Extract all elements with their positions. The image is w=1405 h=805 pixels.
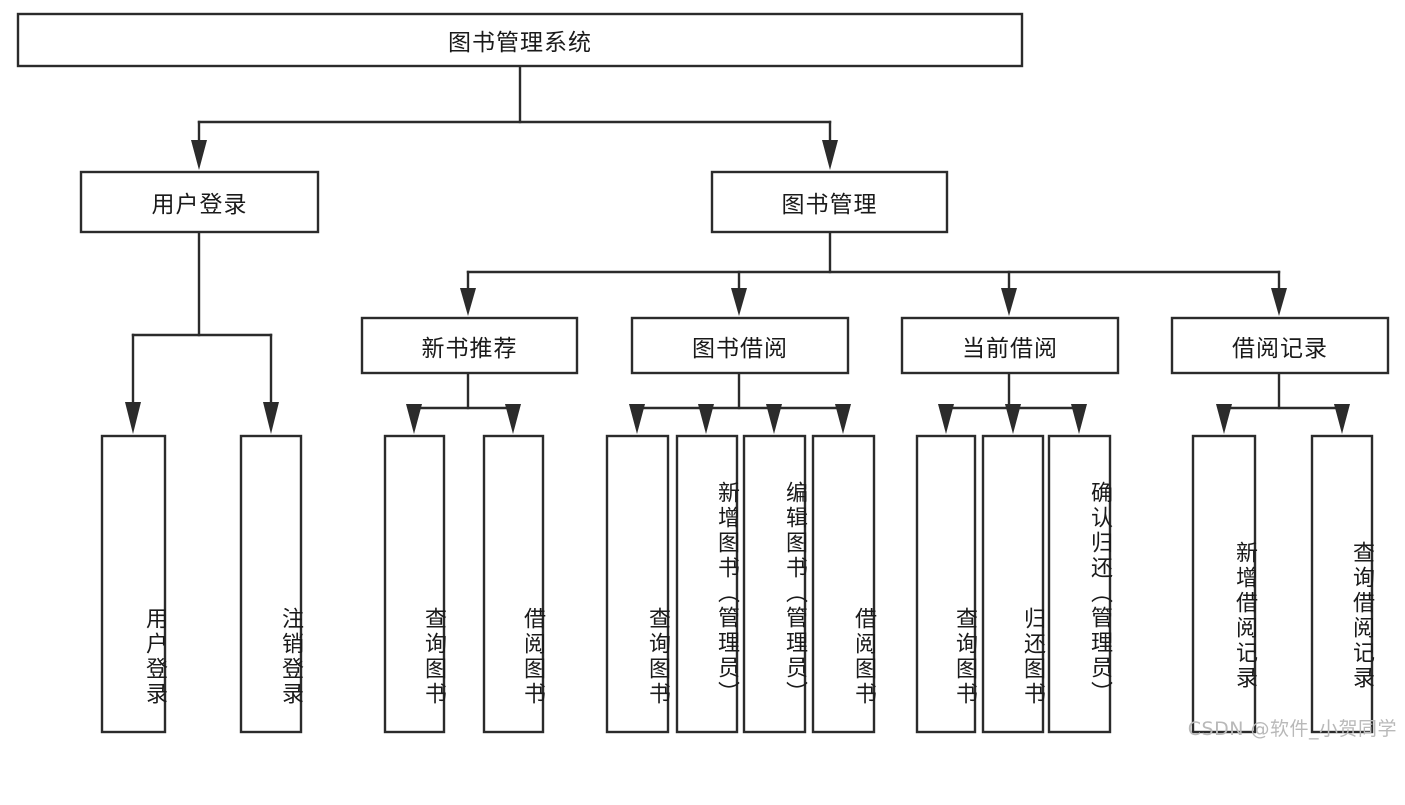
arrow-head-book-borrow — [731, 288, 747, 316]
arrow-head-leaf-logout — [263, 402, 279, 434]
arrow-head-leaf-query-book-2 — [629, 404, 645, 434]
node-box-leaf-query-record[interactable] — [1310, 434, 1374, 734]
arrow-head-leaf-query-book-1 — [406, 404, 422, 434]
arrow-head-leaf-query-record — [1334, 404, 1350, 434]
node-box-leaf-query-book-3[interactable] — [915, 434, 977, 734]
node-box-book-manage[interactable] — [710, 170, 949, 234]
node-box-leaf-add-book[interactable] — [675, 434, 739, 734]
arrow-head-current-borrow — [1001, 288, 1017, 316]
arrow-head-leaf-query-book-3 — [938, 404, 954, 434]
node-box-new-book-rec[interactable] — [360, 316, 579, 375]
node-box-leaf-return-book[interactable] — [981, 434, 1045, 734]
node-box-leaf-borrow-book-1[interactable] — [482, 434, 545, 734]
node-box-user-login[interactable] — [79, 170, 320, 234]
node-box-leaf-query-book-1[interactable] — [383, 434, 446, 734]
node-box-leaf-edit-book[interactable] — [742, 434, 807, 734]
arrow-head-leaf-borrow-book-2 — [835, 404, 851, 434]
arrow-head-borrow-record — [1271, 288, 1287, 316]
arrow-head-book-manage — [822, 140, 838, 170]
node-box-leaf-borrow-book-2[interactable] — [811, 434, 876, 734]
node-box-leaf-query-book-2[interactable] — [605, 434, 670, 734]
connectors-layer — [125, 64, 1350, 434]
arrow-head-user-login — [191, 140, 207, 170]
arrow-head-new-book-rec — [460, 288, 476, 316]
node-box-leaf-logout[interactable] — [239, 434, 303, 734]
node-box-root[interactable] — [16, 12, 1024, 68]
arrow-head-leaf-add-book — [698, 404, 714, 434]
arrow-head-leaf-add-record — [1216, 404, 1232, 434]
boxes-layer — [16, 12, 1390, 734]
arrow-head-leaf-borrow-book-1 — [505, 404, 521, 434]
node-box-leaf-add-record[interactable] — [1191, 434, 1257, 734]
node-box-leaf-confirm-return[interactable] — [1047, 434, 1112, 734]
node-box-leaf-user-login[interactable] — [100, 434, 167, 734]
watermark-text: CSDN @软件_小贺同学 — [1187, 718, 1397, 740]
arrow-head-leaf-return-book — [1005, 404, 1021, 434]
flowchart-canvas: 图书管理系统 用户登录 图书管理 新书推荐 图书借阅 当前借阅 借阅记录 用户登… — [16, 12, 1397, 740]
node-box-book-borrow[interactable] — [630, 316, 850, 375]
node-box-borrow-record[interactable] — [1170, 316, 1390, 375]
arrow-head-leaf-edit-book — [766, 404, 782, 434]
arrow-head-leaf-user-login — [125, 402, 141, 434]
node-box-current-borrow[interactable] — [900, 316, 1120, 375]
flowchart-svg — [16, 12, 1390, 734]
arrow-head-leaf-confirm-return — [1071, 404, 1087, 434]
